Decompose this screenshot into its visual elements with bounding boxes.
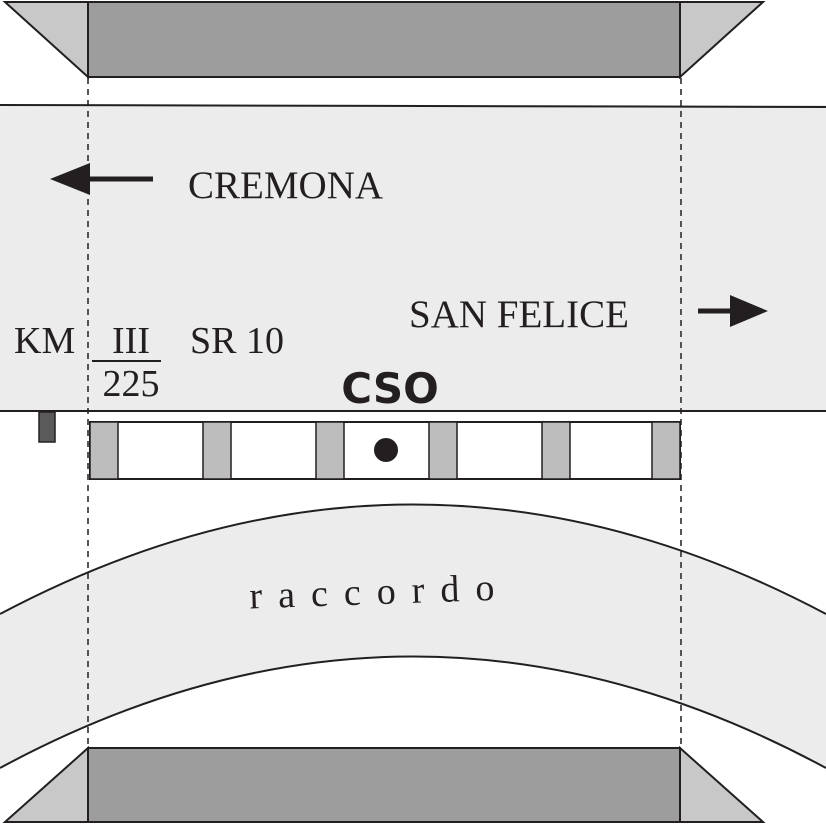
top-bridge-left-abutment (2, 1, 89, 80)
bottom-bridge-deck (87, 747, 681, 823)
station-label: CSO (341, 364, 439, 413)
direction-right-label: SAN FELICE (409, 293, 629, 336)
top-bridge-deck (87, 1, 681, 78)
km-denominator-label: 225 (103, 363, 160, 405)
top-bridge (2, 1, 766, 80)
road-label: SR 10 (190, 320, 284, 362)
km-prefix-label: KM (14, 320, 75, 362)
km-numerator-label: III (112, 320, 150, 362)
dot-icon (374, 438, 398, 462)
platform-pillar (89, 421, 119, 480)
platform-pillar (428, 421, 458, 480)
raccordo-bottom-edge (0, 655, 826, 769)
platform-pillar (541, 421, 571, 480)
raccordo-road (0, 503, 826, 769)
platform-pillar (651, 421, 681, 480)
km-post (38, 411, 56, 443)
arrow-right-icon (698, 295, 768, 327)
platform-pillar (202, 421, 232, 480)
direction-left-label: CREMONA (188, 164, 383, 207)
raccordo-band (0, 504, 826, 768)
bottom-bridge-right-abutment (679, 745, 766, 823)
raccordo-label: raccordo (249, 566, 511, 617)
platform (89, 421, 681, 480)
arrow-left-icon (50, 163, 153, 195)
top-bridge-right-abutment (679, 1, 766, 80)
raccordo-top-edge (0, 503, 826, 615)
main-road-top-edge (0, 104, 826, 108)
platform-pillar (315, 421, 345, 480)
bottom-bridge (2, 745, 766, 823)
